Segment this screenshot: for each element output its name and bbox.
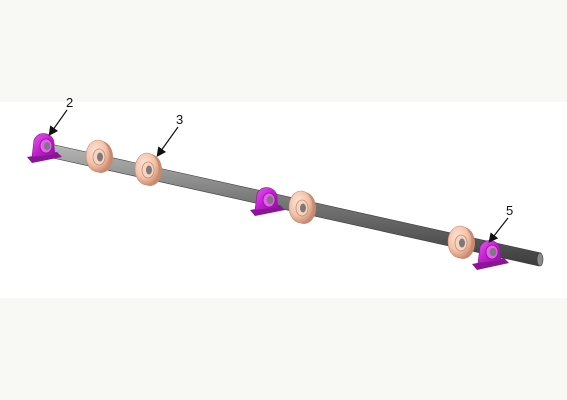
callout-2: 2 bbox=[48, 95, 73, 136]
callout-3-label: 3 bbox=[176, 112, 183, 127]
pulley-4 bbox=[447, 225, 475, 259]
callout-2-label: 2 bbox=[66, 95, 73, 110]
pulley-3 bbox=[288, 190, 316, 224]
background-top-band bbox=[0, 0, 567, 102]
callout-5: 5 bbox=[488, 203, 513, 243]
callout-5-arrow bbox=[488, 217, 509, 243]
callout-3: 3 bbox=[156, 112, 183, 157]
callout-5-label: 5 bbox=[506, 203, 513, 218]
pulley-2 bbox=[134, 152, 162, 186]
bearing-middle bbox=[250, 187, 285, 216]
callout-2-arrow bbox=[48, 109, 68, 136]
pulley-1 bbox=[85, 139, 113, 173]
bearing-left bbox=[27, 133, 62, 163]
callout-3-arrow bbox=[156, 126, 179, 157]
background-bottom-band bbox=[0, 298, 567, 400]
bearing-right bbox=[472, 240, 509, 270]
